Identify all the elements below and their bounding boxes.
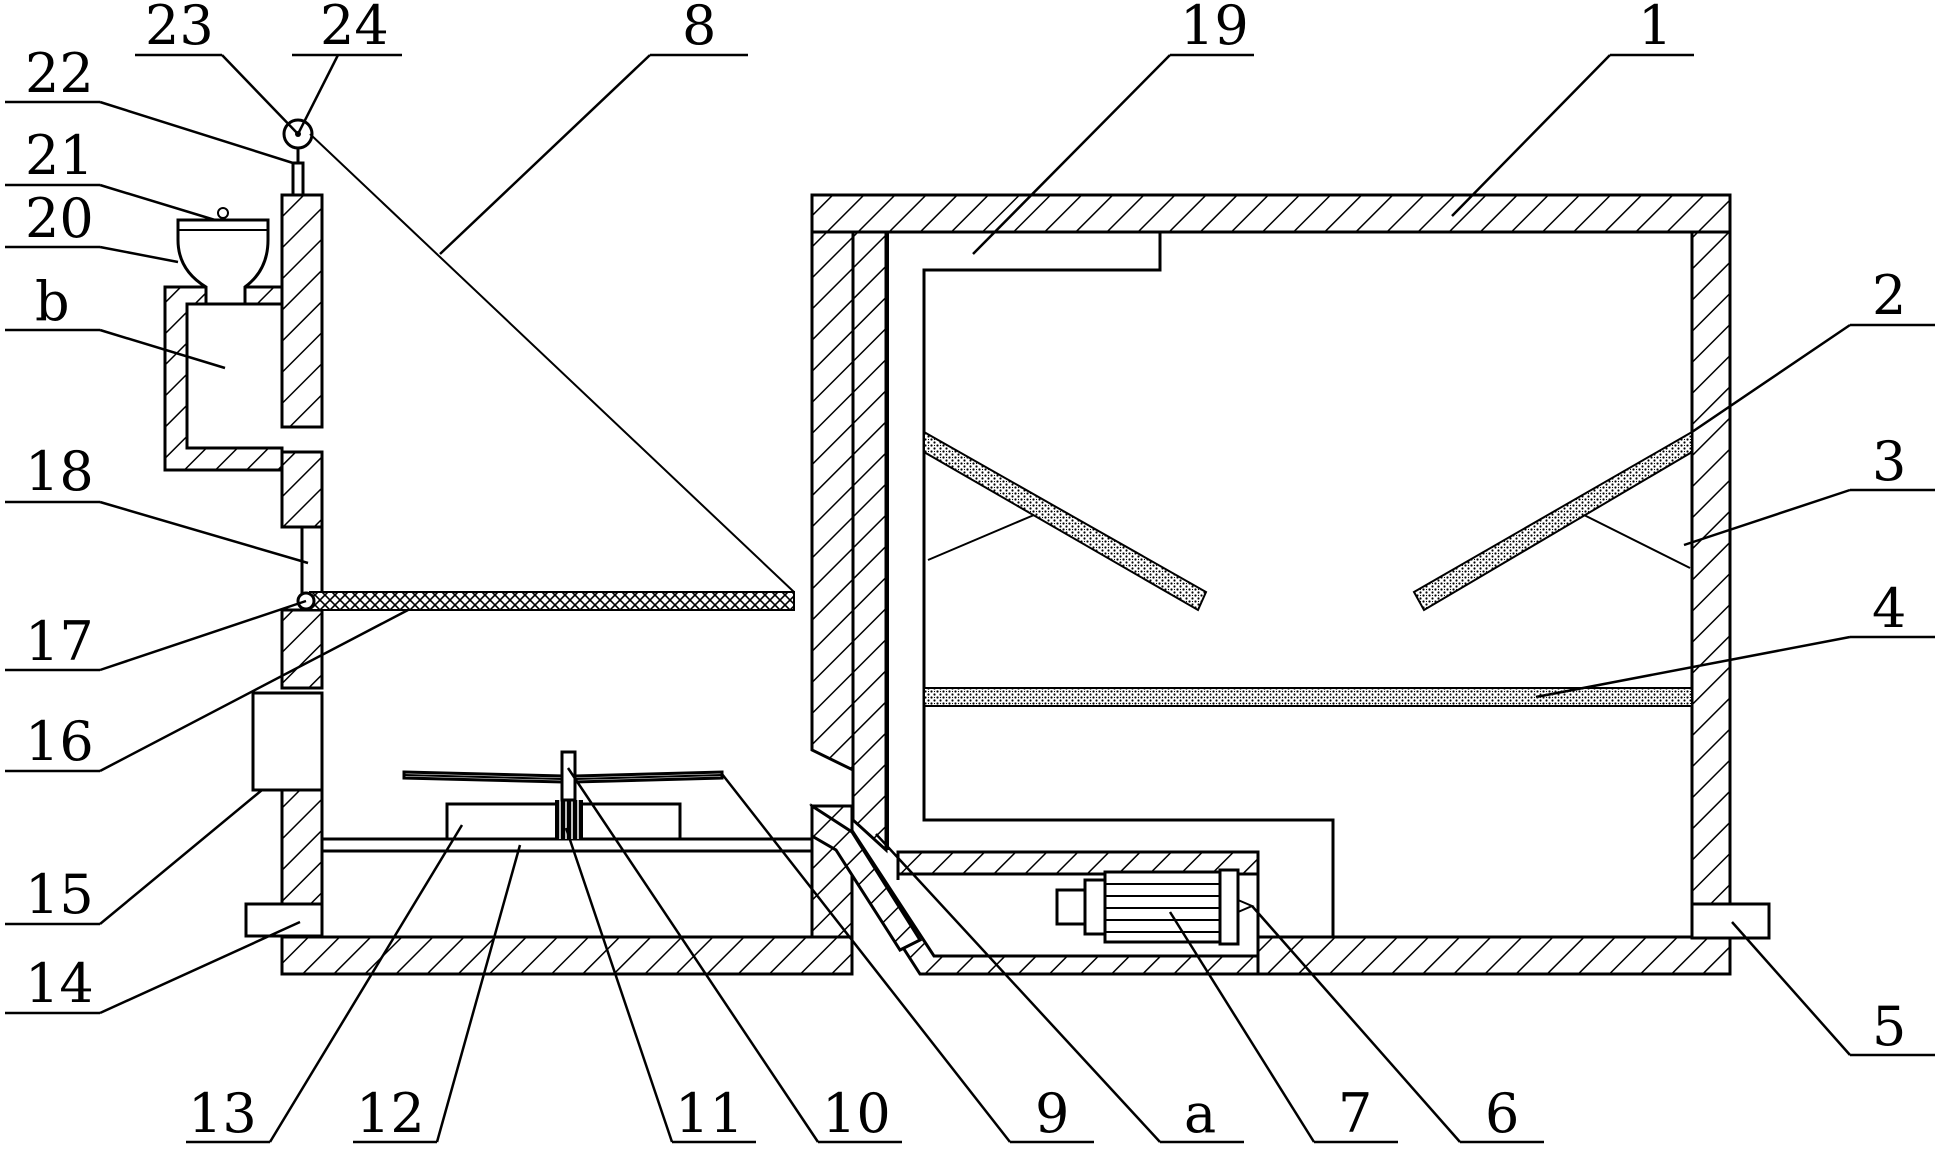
label-11: 11 (675, 1082, 744, 1145)
main-housing (809, 193, 1771, 976)
screen-plates (923, 430, 1693, 707)
label-15: 15 (25, 863, 94, 926)
label-22: 22 (25, 42, 94, 105)
label-20: 20 (25, 187, 94, 250)
right-foot (1690, 902, 1771, 940)
label-7: 7 (1338, 1082, 1372, 1145)
label-6: 6 (1485, 1082, 1519, 1145)
label-8: 8 (682, 0, 716, 57)
left-wall-lower-b (280, 788, 324, 906)
cable (309, 133, 795, 593)
label-4: 4 (1872, 577, 1906, 640)
base-plate (320, 837, 814, 853)
left-wall-upper (280, 193, 324, 429)
label-19: 19 (1180, 0, 1249, 57)
left-chute (810, 803, 923, 952)
label-10: 10 (822, 1082, 891, 1145)
right-strut (1583, 514, 1691, 569)
left-foot (244, 902, 324, 938)
motor-flange (1083, 878, 1107, 936)
label-23: 23 (145, 0, 214, 57)
label-13: 13 (188, 1082, 257, 1145)
motor (1055, 868, 1255, 946)
rod (291, 161, 305, 197)
label-2: 2 (1872, 264, 1906, 327)
left-floor (280, 935, 854, 976)
motor-rear (1218, 868, 1240, 946)
motor-shaft (1237, 898, 1255, 914)
label-3: 3 (1872, 430, 1906, 493)
label-12: 12 (356, 1082, 425, 1145)
right-screen-plate (1412, 430, 1693, 612)
left-wall-lower-a (280, 608, 324, 690)
feed-hopper (163, 118, 795, 611)
label-9: 9 (1035, 1082, 1069, 1145)
label-b: b (35, 270, 70, 333)
inner-chamber (887, 232, 1694, 937)
label-16: 16 (25, 710, 94, 773)
left-screen-plate (923, 430, 1208, 612)
horizontal-screen (923, 687, 1693, 707)
left-strut (927, 514, 1035, 561)
housing-floor-right (1256, 935, 1732, 976)
label-1: 1 (1638, 0, 1672, 57)
housing-top-wall (810, 193, 1732, 234)
left-wall-mid (280, 450, 324, 529)
label-17: 17 (25, 610, 94, 673)
mesh-flap (309, 591, 795, 611)
hopper-lip (243, 285, 284, 306)
funnel (176, 218, 270, 306)
labels: 23 24 8 19 1 22 21 20 b 2 3 18 17 4 16 1… (25, 0, 1906, 1145)
label-21: 21 (25, 124, 94, 187)
label-14: 14 (25, 952, 94, 1015)
motor-endcap (1055, 888, 1087, 926)
label-5: 5 (1872, 995, 1906, 1058)
label-24: 24 (320, 0, 389, 57)
leader-lines (5, 53, 1935, 1144)
label-18: 18 (25, 440, 94, 503)
valve-knob (217, 207, 229, 219)
housing-left-wall-outer (810, 230, 855, 773)
inner-chamber-outline (922, 232, 1335, 937)
hopper-wall (163, 285, 284, 472)
left-housing (244, 193, 923, 976)
fan-assembly (402, 750, 724, 841)
housing-right-wall (1690, 230, 1732, 906)
housing-left-wall-inner (851, 230, 888, 854)
label-a: a (1184, 1082, 1216, 1145)
outlet-box (251, 691, 324, 792)
